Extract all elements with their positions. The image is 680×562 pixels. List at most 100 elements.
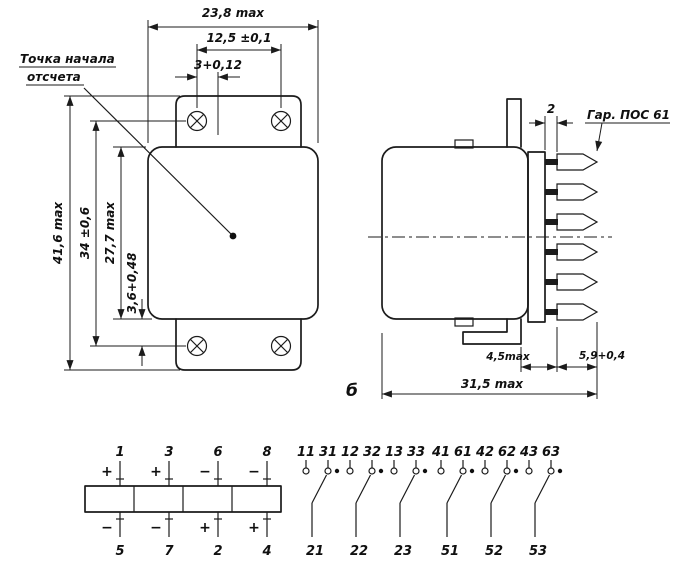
svg-text:43: 43 bbox=[519, 445, 538, 460]
reference-point-label-line1: Точка начала bbox=[20, 52, 115, 66]
contact-dot bbox=[378, 468, 384, 474]
svg-text:31: 31 bbox=[319, 445, 337, 460]
svg-text:3: 3 bbox=[164, 445, 173, 460]
svg-text:63: 63 bbox=[542, 445, 560, 460]
pin bbox=[545, 183, 599, 201]
svg-text:51: 51 bbox=[441, 544, 459, 559]
coil-pin-bottom: 4 + bbox=[248, 512, 272, 559]
svg-text:+: + bbox=[101, 464, 113, 480]
mounting-hole bbox=[270, 335, 292, 357]
svg-text:−: − bbox=[150, 520, 162, 536]
coil-pin-top: 1 + bbox=[101, 445, 125, 486]
svg-text:4: 4 bbox=[261, 544, 271, 559]
svg-text:33: 33 bbox=[407, 445, 425, 460]
relay-body-side bbox=[381, 146, 529, 320]
svg-text:8: 8 bbox=[262, 445, 271, 460]
svg-text:+: + bbox=[248, 520, 260, 536]
coil-pin-top: 6 − bbox=[199, 445, 223, 486]
svg-text:42: 42 bbox=[475, 445, 494, 460]
contact-group: 12 32 22 bbox=[341, 445, 384, 559]
solder-note: Гар. ПОС 61 bbox=[585, 108, 670, 152]
relay-body-front bbox=[147, 146, 319, 320]
pin bbox=[545, 273, 599, 291]
svg-text:23: 23 bbox=[394, 544, 412, 559]
view-label-b: б bbox=[346, 381, 358, 401]
mounting-hole bbox=[186, 335, 208, 357]
contact-dot bbox=[469, 468, 475, 474]
svg-text:61: 61 bbox=[454, 445, 472, 460]
dimension-pin-tip: 5,9+0,4 bbox=[557, 322, 625, 399]
mounting-hole bbox=[270, 110, 292, 132]
coil-pin-bottom: 7 − bbox=[150, 512, 174, 559]
svg-text:+: + bbox=[150, 464, 162, 480]
dimension-pin-thickness: 2 bbox=[529, 102, 573, 152]
contact-dot bbox=[334, 468, 340, 474]
svg-text:21: 21 bbox=[306, 544, 324, 559]
dimension-mount-span: 34 ±0,6 bbox=[78, 120, 186, 347]
svg-text:41,6 max: 41,6 max bbox=[51, 201, 65, 265]
svg-text:11: 11 bbox=[297, 445, 315, 460]
side-view: 2 Гар. ПОС 61 4,5max 5,9+0,4 31,5 max б bbox=[346, 98, 670, 401]
svg-text:−: − bbox=[248, 464, 260, 480]
svg-text:2: 2 bbox=[213, 544, 222, 559]
bottom-flange-bracket bbox=[462, 318, 522, 345]
svg-text:3+0,12: 3+0,12 bbox=[194, 58, 242, 72]
top-mounting-flange bbox=[175, 95, 302, 148]
contact-group: 42 62 52 bbox=[475, 445, 519, 559]
contact-group: 43 63 53 bbox=[519, 445, 563, 559]
svg-text:12,5 ±0,1: 12,5 ±0,1 bbox=[206, 31, 271, 45]
svg-text:34 ±0,6: 34 ±0,6 bbox=[78, 207, 92, 259]
contact-dot bbox=[513, 468, 519, 474]
coil-pin-bottom: 5 − bbox=[101, 512, 125, 559]
svg-text:−: − bbox=[199, 464, 211, 480]
svg-text:+: + bbox=[199, 520, 211, 536]
mounting-hole bbox=[186, 110, 208, 132]
contact-dot bbox=[422, 468, 428, 474]
reference-leader-line bbox=[83, 87, 232, 235]
svg-text:62: 62 bbox=[498, 445, 516, 460]
schematic-coil: 1 + 3 + 6 − 8 − 5 − bbox=[84, 445, 282, 559]
svg-text:5: 5 bbox=[115, 544, 124, 559]
svg-text:2: 2 bbox=[547, 102, 555, 116]
dimension-hole-offset: 3+0,12 bbox=[175, 58, 242, 135]
svg-text:7: 7 bbox=[164, 544, 174, 559]
bottom-lug bbox=[454, 317, 474, 327]
coil-pin-top: 8 − bbox=[248, 445, 272, 486]
svg-text:41: 41 bbox=[431, 445, 450, 460]
dimension-depth-max: 31,5 max bbox=[381, 333, 597, 399]
bottom-mounting-flange bbox=[175, 318, 302, 371]
pin bbox=[545, 153, 599, 171]
reference-point-label-line2: отсчета bbox=[27, 70, 81, 84]
contact-dot bbox=[557, 468, 563, 474]
svg-text:32: 32 bbox=[363, 445, 381, 460]
contact-group: 13 33 23 bbox=[385, 445, 428, 559]
svg-text:52: 52 bbox=[485, 544, 503, 559]
svg-text:1: 1 bbox=[115, 445, 124, 460]
coil-pin-top: 3 + bbox=[150, 445, 174, 486]
pin bbox=[545, 213, 599, 231]
svg-text:4,5max: 4,5max bbox=[485, 351, 531, 363]
dimension-hole-span: 12,5 ±0,1 bbox=[196, 31, 282, 108]
svg-text:12: 12 bbox=[341, 445, 359, 460]
dimension-flange-offset: 3,6+0,48 bbox=[125, 253, 152, 366]
svg-text:13: 13 bbox=[385, 445, 403, 460]
coil-pin-bottom: 2 + bbox=[199, 512, 223, 559]
svg-text:3,6+0,48: 3,6+0,48 bbox=[125, 253, 139, 314]
top-lug bbox=[454, 139, 474, 149]
svg-text:53: 53 bbox=[529, 544, 547, 559]
top-flange-tab bbox=[506, 98, 522, 148]
svg-text:31,5 max: 31,5 max bbox=[461, 377, 524, 391]
svg-text:−: − bbox=[101, 520, 113, 536]
svg-text:Гар. ПОС 61: Гар. ПОС 61 bbox=[587, 108, 670, 122]
dimension-height-max: 41,6 max bbox=[51, 95, 180, 371]
contact-group: 41 61 51 bbox=[431, 445, 475, 559]
dimension-width-max: 23,8 max bbox=[147, 6, 319, 143]
svg-text:27,7 max: 27,7 max bbox=[103, 201, 117, 264]
pin bbox=[545, 243, 599, 261]
pin bbox=[545, 303, 599, 321]
svg-text:5,9+0,4: 5,9+0,4 bbox=[579, 350, 625, 362]
front-view: Точка начала отсчета 23,8 max 12,5 ±0,1 … bbox=[19, 6, 319, 371]
svg-text:6: 6 bbox=[213, 445, 222, 460]
